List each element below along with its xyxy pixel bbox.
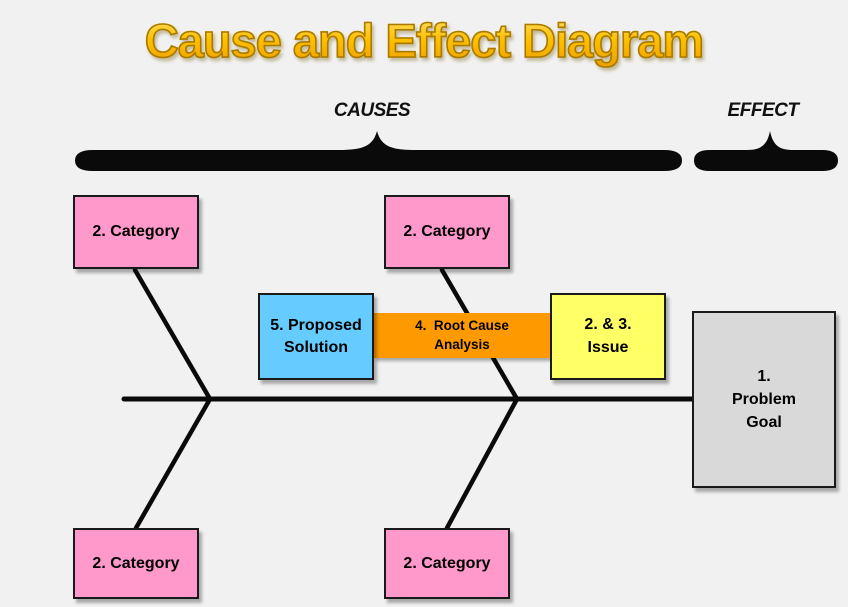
category-box-top-left: 2. Category <box>73 195 199 269</box>
proposed-solution-label-line2: Solution <box>284 338 348 356</box>
root-cause-analysis-box: 4. Root Cause Analysis <box>373 313 551 358</box>
rib-top-left <box>132 267 213 402</box>
problem-goal-label-line2: Problem <box>731 390 796 408</box>
causes-label: CAUSES <box>333 100 411 121</box>
category-box-bottom-left-label: 2. Category <box>92 554 180 572</box>
issue-box: 2. & 3. Issue <box>550 293 666 380</box>
issue-label-line2: Issue <box>587 338 629 356</box>
rib-bottom-middle <box>444 396 520 531</box>
effect-label: EFFECT <box>727 100 799 121</box>
page-title: Cause and Effect Diagram <box>0 13 848 68</box>
category-box-top-middle: 2. Category <box>384 195 510 269</box>
problem-goal-label-line3: Goal <box>746 414 782 432</box>
effect-brace <box>694 131 838 171</box>
issue-label-line1: 2. & 3. <box>584 316 632 334</box>
category-box-top-middle-label: 2. Category <box>403 223 491 240</box>
category-box-bottom-middle-label: 2. Category <box>403 554 491 572</box>
category-box-bottom-left: 2. Category <box>73 528 199 599</box>
causes-brace <box>75 131 682 171</box>
problem-goal-box: 1. Problem Goal <box>692 311 836 488</box>
proposed-solution-label-line1: 5. Proposed <box>270 316 362 334</box>
problem-goal-label-line1: 1. <box>757 367 771 385</box>
category-box-bottom-middle: 2. Category <box>384 528 510 599</box>
rib-bottom-left <box>133 396 213 531</box>
category-box-top-left-label: 2. Category <box>92 223 180 240</box>
proposed-solution-box: 5. Proposed Solution <box>258 293 374 380</box>
root-cause-analysis-label-line2: Analysis <box>434 336 490 352</box>
root-cause-analysis-label-line1: 4. Root Cause <box>415 317 509 333</box>
